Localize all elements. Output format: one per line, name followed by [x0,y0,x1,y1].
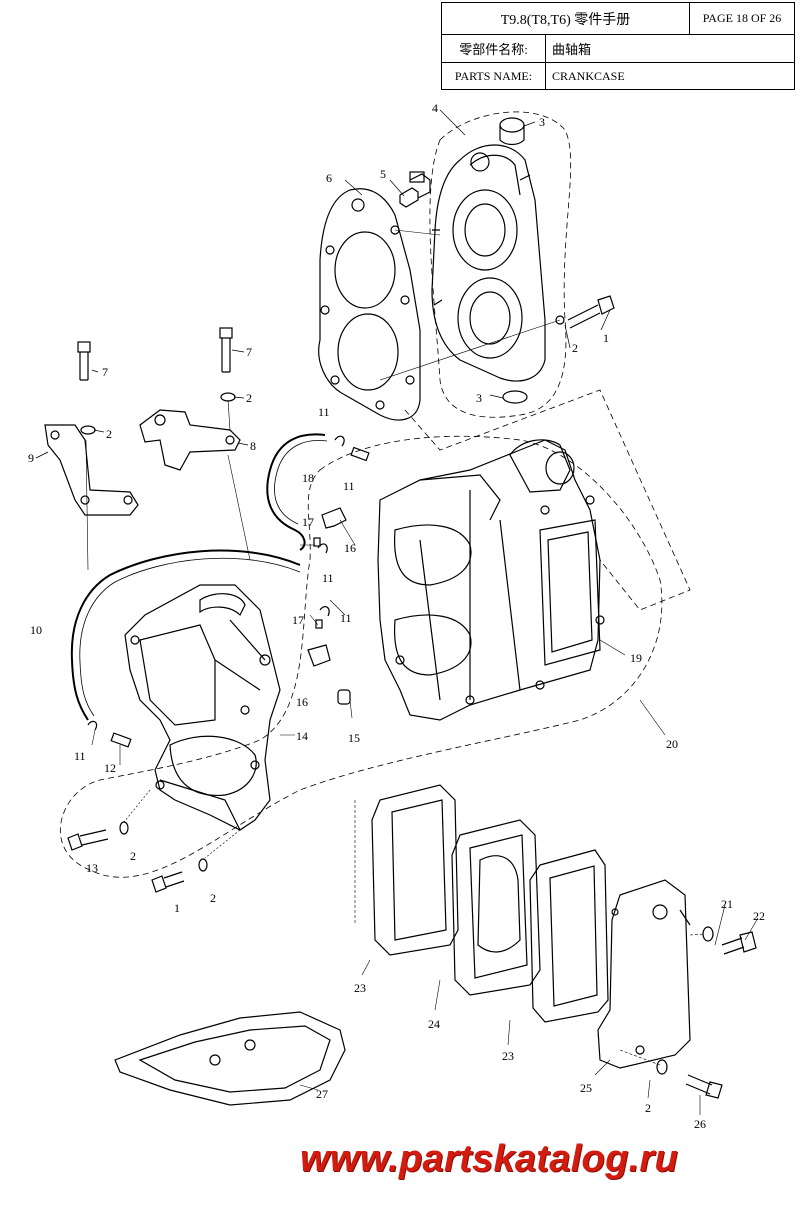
hose-10 [70,549,301,721]
fitting-16-low [307,644,331,667]
hose-18-inner [274,440,328,525]
parts-name-cn-value: 曲轴箱 [552,42,592,57]
callout-2-bracket-left: 2 [106,427,112,441]
callout-2-bracket-right: 2 [246,391,252,405]
bolt-13 [67,821,129,851]
callout-1-right: 1 [603,331,609,345]
callout-19: 19 [630,651,642,665]
crankcase-left [124,584,281,831]
callout-18: 18 [302,471,314,485]
bolt-7-right [219,327,236,402]
callout-2-bolt13: 2 [130,849,136,863]
pin-17-low [315,619,323,629]
group-outline-20b [404,389,691,611]
callout-22: 22 [753,909,765,923]
gasket-23-right [529,849,609,1023]
callout-27: 27 [316,1087,328,1101]
callout-8: 8 [250,439,256,453]
gasket-23-left [371,784,459,956]
dowel-15 [337,689,351,705]
clip-11-low [319,606,330,617]
clip-11-left [87,720,98,731]
parts-name-cn-label: 零部件名称: [442,35,546,62]
callout-2-cover: 2 [645,1101,651,1115]
parts-name-en-label: PARTS NAME: [442,63,546,89]
callout-11-top: 11 [318,405,330,419]
callout-11-mid: 11 [322,571,334,585]
washer-21 [702,926,714,942]
callout-11-low: 11 [340,611,352,625]
title-block: T9.8(T8,T6) 零件手册 PAGE 18 OF 26 零部件名称: 曲轴… [441,2,795,90]
callout-20: 20 [666,737,678,751]
hose-10-inner [79,557,301,717]
reed-valve-24 [451,819,541,996]
callout-16-upper: 16 [344,541,356,555]
watermark-url: www.partskatalog.ru [300,1138,679,1180]
callout-23-left: 23 [354,981,366,995]
bolt-right-1 [555,295,615,329]
callout-7-right: 7 [246,345,252,359]
callout-5: 5 [380,167,386,181]
bolt-22 [721,931,757,955]
callout-11-left: 11 [74,749,86,763]
callout-24: 24 [428,1017,440,1031]
callout-13: 13 [86,861,98,875]
bolt-1-low [151,858,208,893]
callout-4: 4 [432,101,438,115]
callout-15: 15 [348,731,360,745]
exhaust-cover-25 [597,879,691,1069]
plug-bottom [502,390,528,404]
callout-3-bottom: 3 [476,391,482,405]
callout-2-bolt1: 2 [210,891,216,905]
fitting-top [350,446,370,462]
callout-12: 12 [104,761,116,775]
parts-name-en-row: PARTS NAME: CRANKCASE [442,63,794,89]
cylinder-head [431,144,546,382]
callout-3-top: 3 [539,115,545,129]
callout-6: 6 [326,171,332,185]
gasket-27 [114,1011,346,1106]
clip-11-top [334,435,345,447]
bolt-26 [685,1074,723,1099]
clip-11-mid [317,543,328,554]
callout-11-upper: 11 [343,479,355,493]
title-row: T9.8(T8,T6) 零件手册 PAGE 18 OF 26 [442,3,794,35]
fitting-12 [110,732,132,748]
bracket-8 [139,409,241,471]
callout-25: 25 [580,1081,592,1095]
callout-17-lower: 17 [292,613,304,627]
callout-9: 9 [28,451,34,465]
callout-1-low: 1 [174,901,180,915]
parts-name-en-value: CRANKCASE [552,68,625,83]
callout-23-right: 23 [502,1049,514,1063]
fitting-16-top [321,507,347,529]
callout-17-upper: 17 [302,515,314,529]
head-gasket [318,188,421,421]
parts-name-cn-row: 零部件名称: 曲轴箱 [442,35,794,63]
page-number: PAGE 18 OF 26 [702,11,782,25]
plug-top [499,117,525,133]
group-outline-20 [60,435,663,878]
plug-top-body [499,125,525,146]
callout-16-lower: 16 [296,695,308,709]
callout-21: 21 [721,897,733,911]
callout-10: 10 [30,623,42,637]
washer-2-low [656,1059,668,1075]
model-title: T9.8(T8,T6) 零件手册 [442,3,690,34]
callout-2-right: 2 [572,341,578,355]
crankcase-right [377,439,605,721]
group-outline-4 [429,111,572,418]
pin-17-top [313,537,321,547]
thermo-sensor [399,171,431,208]
bolt-7-left [77,341,96,435]
callout-7-left: 7 [102,365,108,379]
callout-14: 14 [296,729,308,743]
callout-26: 26 [694,1117,706,1131]
bracket-9 [44,424,139,516]
hose-18 [266,433,326,551]
